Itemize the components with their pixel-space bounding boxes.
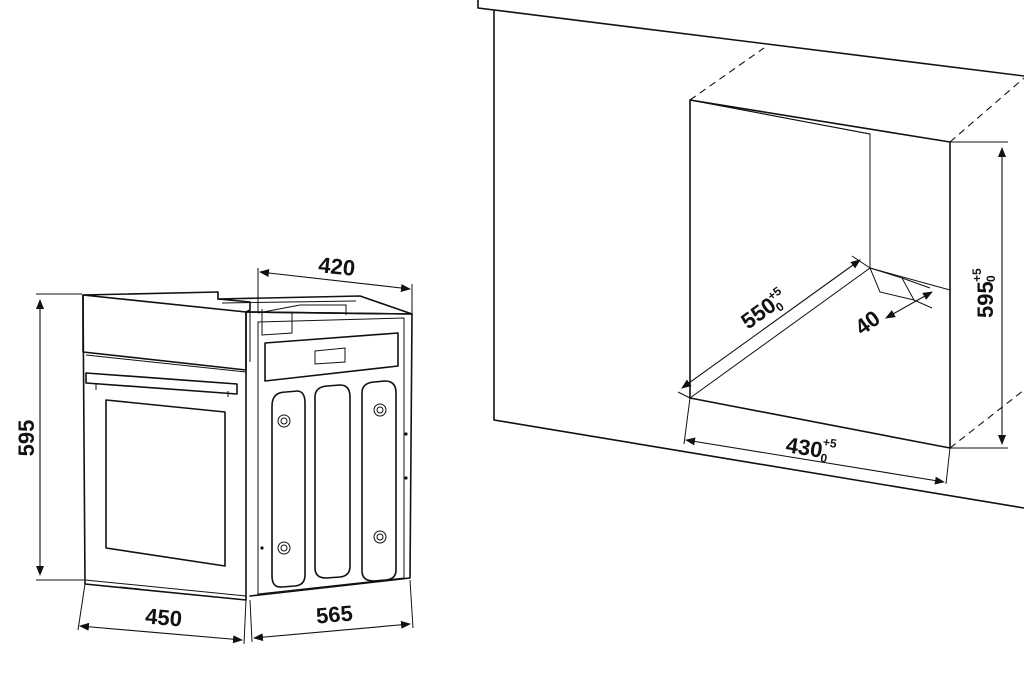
dimension-vent: 40 (850, 291, 933, 340)
side-column-middle (314, 384, 351, 579)
dim-tol-niche-width-lower: 0 (819, 451, 828, 466)
dim-label-niche-height: 595 (973, 281, 998, 318)
dimension-height-595: 595 (14, 293, 84, 581)
dim-tol-niche-height-lower: 0 (984, 275, 998, 282)
dim-label-vent: 40 (850, 305, 885, 340)
dimension-niche-height: 595 +5 0 (950, 141, 1008, 449)
oven-window (105, 399, 226, 567)
dim-label-top-width: 420 (317, 252, 356, 281)
dimension-depth-565: 565 (249, 579, 414, 643)
oven-front (82, 294, 247, 601)
dim-label-height: 595 (14, 420, 39, 457)
dim-label-front-width: 450 (144, 603, 183, 631)
dim-label-niche-width: 430 (784, 432, 824, 462)
side-column-right (361, 380, 397, 582)
side-top-panel (264, 332, 399, 382)
oven-side (245, 311, 413, 597)
dimension-niche-width: 430 +5 0 (683, 397, 951, 485)
dim-tol-niche-width-upper: +5 (822, 435, 838, 451)
door-handle (85, 372, 238, 395)
oven-drawing: 595 450 565 420 (14, 252, 414, 645)
dim-label-depth: 565 (315, 600, 354, 628)
cabinet-wall (477, 0, 1024, 509)
dimension-front-width-450: 450 (77, 583, 247, 645)
side-column-left (271, 390, 306, 588)
dim-tol-niche-height-upper: +5 (970, 268, 984, 282)
niche-opening (689, 99, 951, 449)
oven-top (82, 291, 413, 362)
niche-drawing: 550 +5 0 40 430 +5 0 595 +5 (477, 0, 1024, 509)
dimension-niche-depth: 550 +5 0 (677, 255, 871, 399)
dimension-top-width-420: 420 (257, 252, 413, 314)
